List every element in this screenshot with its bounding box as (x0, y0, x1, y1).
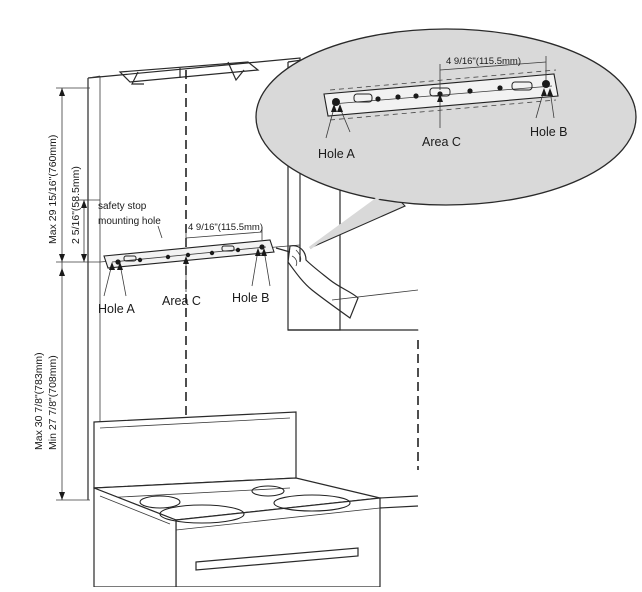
safety-stop-label-2: mounting hole (98, 216, 161, 227)
stop-offset-label: 2 5/16"(58.5mm) (70, 166, 82, 244)
lower-min-label: Min 27 7/8"(708mm) (47, 355, 59, 450)
safety-stop-label-1: safety stop (98, 201, 147, 212)
hole-a-label: Hole A (98, 302, 135, 316)
lower-max-label: Max 30 7/8"(783mm) (33, 352, 45, 450)
zoom-hole-a-label: Hole A (318, 147, 355, 161)
spacing-label: 4 9/16"(115.5mm) (188, 222, 263, 233)
zoom-hole-b-label: Hole B (530, 125, 568, 139)
safety-stop-leader (158, 226, 162, 238)
side-counter (380, 496, 418, 508)
area-c-label: Area C (162, 294, 201, 308)
zoom-spacing-label: 4 9/16"(115.5mm) (446, 56, 521, 67)
hole-b-label: Hole B (232, 291, 270, 305)
range-stove (94, 412, 380, 587)
mounting-rail (100, 240, 300, 268)
max-height-label: Max 29 15/16"(760mm) (47, 135, 59, 244)
zoom-area-c-label: Area C (422, 135, 461, 149)
